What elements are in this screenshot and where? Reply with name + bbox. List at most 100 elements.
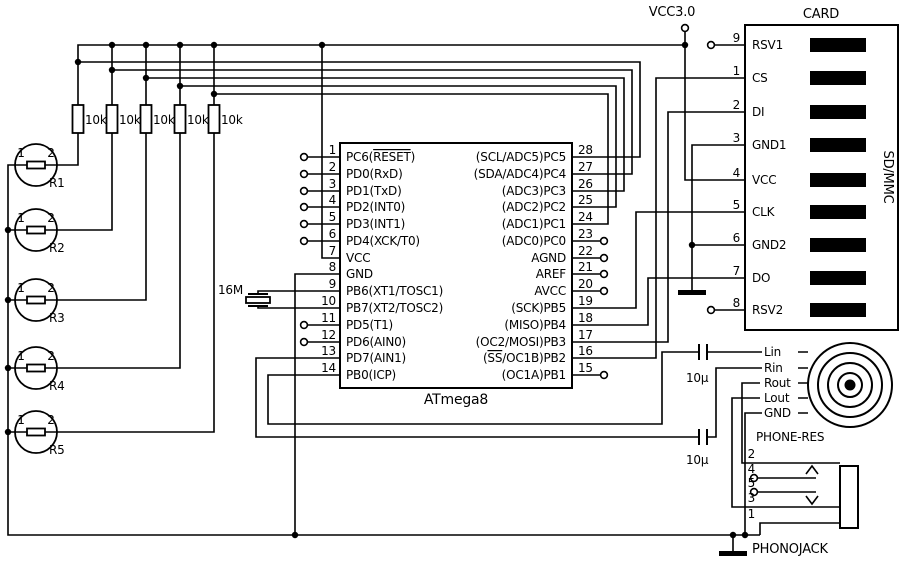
vcc-terminal xyxy=(680,23,690,33)
crystal-value: 16M xyxy=(218,283,243,297)
card-pad xyxy=(810,71,866,85)
card-pad xyxy=(810,303,866,317)
pin-name: (OC1A)PB1 xyxy=(502,368,566,382)
resistor-icon xyxy=(71,104,85,134)
pin-name: AREF xyxy=(536,267,567,281)
jack-pin-number: 5 xyxy=(748,476,755,490)
pin-number: 2 xyxy=(329,160,336,174)
card-pin-name: VCC xyxy=(752,173,776,187)
pin-number: 28 xyxy=(578,143,593,157)
card-pad xyxy=(810,173,866,187)
pin-number: 23 xyxy=(578,227,593,241)
pin-name: AVCC xyxy=(534,284,566,298)
jack-contact-arrow xyxy=(805,464,819,475)
switch-pin-label: 2 xyxy=(47,413,54,427)
switch-pin-label: 2 xyxy=(47,349,54,363)
wire-jack-pins xyxy=(758,462,840,535)
speaker-ring xyxy=(807,342,893,428)
speaker-icon xyxy=(807,342,893,428)
pin-number: 16 xyxy=(578,344,593,358)
pin-number: 14 xyxy=(321,361,336,375)
ic-name: ATmega8 xyxy=(424,392,488,408)
pin-name: PC6(RESET) xyxy=(346,150,415,164)
crystal-body xyxy=(245,296,271,304)
card-pin-number: 3 xyxy=(733,131,740,145)
capacitor-icon xyxy=(698,429,708,445)
card-pin-number: 2 xyxy=(733,98,740,112)
card-pin-name: GND2 xyxy=(752,238,786,252)
pin-name: PD0(RxD) xyxy=(346,167,403,181)
open-pin-terminals xyxy=(299,23,759,497)
pin-name: PD5(T1) xyxy=(346,318,393,332)
switch-r2 xyxy=(14,208,58,252)
switch-element xyxy=(26,363,46,373)
resistor-icon xyxy=(139,104,153,134)
jack-pin-number: 4 xyxy=(748,462,755,476)
switch-pin-label: 2 xyxy=(47,146,54,160)
pin-name: PD2(INT0) xyxy=(346,200,405,214)
switch-ref: R4 xyxy=(49,379,65,393)
pin-number: 8 xyxy=(329,260,336,274)
pin-number: 15 xyxy=(578,361,593,375)
crystal-icon xyxy=(245,293,271,307)
card-pin-name: RSV1 xyxy=(752,38,783,52)
jack-pin-number: 3 xyxy=(748,491,755,505)
switch-pin-label: 1 xyxy=(17,211,24,225)
pin-name: PB6(XT1/TOSC1) xyxy=(346,284,443,298)
pin-name: GND xyxy=(346,267,373,281)
pin-number: 25 xyxy=(578,193,593,207)
card-pin-name: CLK xyxy=(752,205,776,219)
jack-device-label: PHONOJACK xyxy=(752,542,829,557)
pin-number: 5 xyxy=(329,210,336,224)
switch-ref: R3 xyxy=(49,311,65,325)
switch-element xyxy=(26,295,46,305)
pin-number: 19 xyxy=(578,294,593,308)
pin-name: PD6(AIN0) xyxy=(346,335,406,349)
wire-adc-lines xyxy=(78,61,641,225)
card-pin-name: GND1 xyxy=(752,138,786,152)
ground-icon xyxy=(719,551,747,556)
pin-name: AGND xyxy=(531,251,566,265)
pin-name: (SCL/ADC5)PC5 xyxy=(476,150,566,164)
switch-pin-label: 2 xyxy=(47,211,54,225)
resistor-value: 10k xyxy=(221,113,243,127)
switch-pin-label: 1 xyxy=(17,146,24,160)
pin-number: 12 xyxy=(321,328,336,342)
switch-element xyxy=(26,225,46,235)
pin-number: 13 xyxy=(321,344,336,358)
switch-pin-label: 1 xyxy=(17,413,24,427)
card-pin-name: DO xyxy=(752,271,770,285)
resistor-value: 10k xyxy=(85,113,107,127)
card-pin-number: 8 xyxy=(733,296,740,310)
pin-number: 22 xyxy=(578,244,593,258)
pin-number: 26 xyxy=(578,177,593,191)
card-pin-number: 5 xyxy=(733,198,740,212)
card-pad xyxy=(810,105,866,119)
resistor-icon xyxy=(207,104,221,134)
pin-name: VCC xyxy=(346,251,370,265)
pin-number: 10 xyxy=(321,294,336,308)
wire-audio-net xyxy=(255,351,762,535)
audio-device-label: PHONE-RES xyxy=(756,430,824,444)
pin-name: (SDA/ADC4)PC4 xyxy=(474,167,566,181)
speaker-ring xyxy=(837,372,863,398)
wire-spi-bus xyxy=(572,77,745,359)
ground-icon xyxy=(678,290,706,295)
pin-number: 27 xyxy=(578,160,593,174)
resistor-icon xyxy=(105,104,119,134)
pin-number: 4 xyxy=(329,193,336,207)
pin-name: PD1(TxD) xyxy=(346,184,402,198)
card-type-label: SD/MMC xyxy=(880,151,895,204)
card-pin-name: CS xyxy=(752,71,768,85)
speaker-center xyxy=(844,379,856,391)
card-pin-number: 6 xyxy=(733,231,740,245)
card-pin-name: DI xyxy=(752,105,764,119)
switch-ref: R1 xyxy=(49,176,65,190)
switch-pin-label: 1 xyxy=(17,349,24,363)
capacitor-icon xyxy=(698,344,708,360)
wire-speaker-dashes xyxy=(798,351,808,414)
switch-element xyxy=(26,427,46,437)
card-pin-number: 4 xyxy=(733,166,740,180)
pin-number: 1 xyxy=(329,143,336,157)
